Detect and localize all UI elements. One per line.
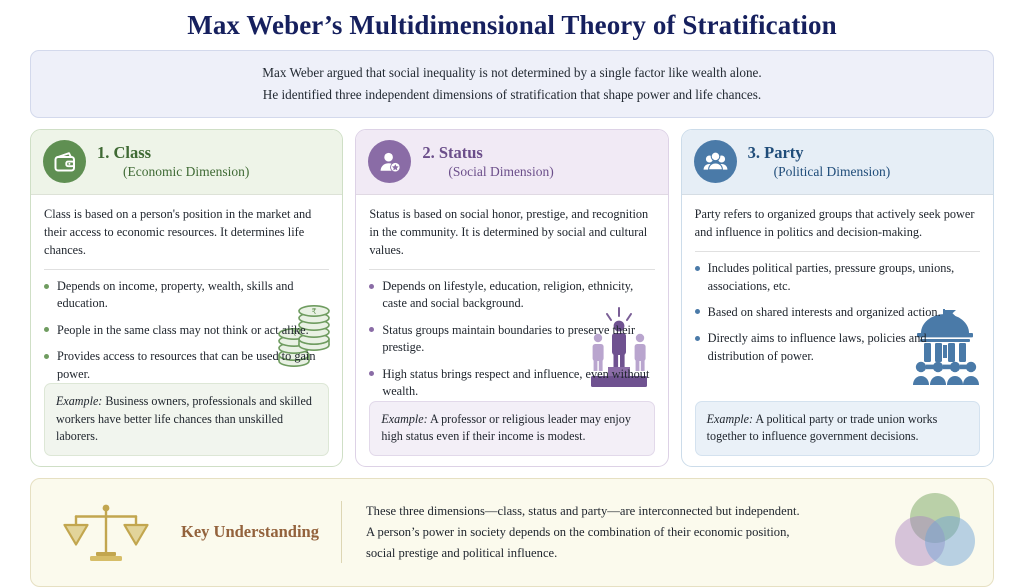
card-class-header: 1. Class (Economic Dimension) <box>31 130 343 196</box>
card-status-example: Example: A professor or religious leader… <box>369 400 655 456</box>
example-text: A political party or trade union works t… <box>706 411 938 444</box>
card-status-title: 2. Status <box>422 142 483 162</box>
card-party-body: Party refers to organized groups that ac… <box>682 195 993 466</box>
card-status-header: 2. Status (Social Dimension) <box>356 130 668 196</box>
key-understanding-text: These three dimensions—class, status and… <box>342 501 883 564</box>
dimension-cards: 1. Class (Economic Dimension) Class is b… <box>30 129 994 467</box>
card-class-body: Class is based on a person's position in… <box>31 195 342 466</box>
people-group-icon <box>693 140 737 184</box>
card-class-title: 1. Class <box>97 142 152 162</box>
key-line-1: These three dimensions—class, status and… <box>365 504 800 519</box>
intro-line-1: Max Weber argued that social inequality … <box>262 65 762 81</box>
card-class-heading: 1. Class (Economic Dimension) <box>97 143 249 181</box>
example-label: Example: <box>381 411 428 426</box>
list-item: Status groups maintain boundaries to pre… <box>369 322 654 357</box>
divider <box>369 269 655 270</box>
card-status-lead: Status is based on social honor, prestig… <box>369 207 649 258</box>
card-party-bullets: Includes political parties, pressure gro… <box>694 260 980 365</box>
key-understanding-left: Key Understanding <box>47 501 342 564</box>
card-status-heading: 2. Status (Social Dimension) <box>422 143 553 181</box>
card-party-subtitle: (Political Dimension) <box>773 163 891 179</box>
key-line-2: A person’s power in society depends on t… <box>365 524 790 539</box>
list-item: Includes political parties, pressure gro… <box>694 260 980 295</box>
card-status: 2. Status (Social Dimension) Status is b… <box>355 129 669 467</box>
page-title: Max Weber’s Multidimensional Theory of S… <box>187 10 837 40</box>
divider <box>694 251 980 253</box>
card-status-body: Status is based on social honor, prestig… <box>356 195 667 466</box>
wallet-icon <box>43 140 86 184</box>
card-status-subtitle: (Social Dimension) <box>448 163 554 179</box>
list-item: Depends on lifestyle, education, religio… <box>369 278 654 313</box>
card-class-lead: Class is based on a person's position in… <box>44 207 312 258</box>
card-class-subtitle: (Economic Dimension) <box>123 163 250 179</box>
card-party-lead: Party refers to organized groups that ac… <box>694 207 975 240</box>
list-item: Provides access to resources that can be… <box>44 348 329 383</box>
card-status-bullets: Depends on lifestyle, education, religio… <box>369 278 654 401</box>
card-party-title: 3. Party <box>747 142 804 162</box>
divider <box>44 269 330 270</box>
example-label: Example: <box>56 394 103 409</box>
list-item: Depends on income, property, wealth, ski… <box>44 278 329 313</box>
intro-line-2: He identified three independent dimensio… <box>262 86 762 102</box>
list-item: Based on shared interests and organized … <box>694 304 980 321</box>
card-party-example: Example: A political party or trade unio… <box>694 400 980 456</box>
list-item: Directly aims to influence laws, policie… <box>694 330 980 365</box>
example-text: A professor or religious leader may enjo… <box>381 411 631 444</box>
example-text: Business owners, professionals and skill… <box>56 394 312 444</box>
scales-of-justice-icon <box>47 501 165 563</box>
card-class-bullets: Depends on income, property, wealth, ski… <box>44 278 329 383</box>
example-label: Example: <box>706 411 753 426</box>
card-party: 3. Party (Political Dimension) Party ref… <box>680 129 994 467</box>
venn-diagram-three-circles <box>883 491 977 574</box>
card-class-example: Example: Business owners, professionals … <box>44 383 330 456</box>
list-item: High status brings respect and influence… <box>369 366 654 401</box>
card-class: 1. Class (Economic Dimension) Class is b… <box>30 129 344 467</box>
key-understanding-panel: Key Understanding These three dimensions… <box>30 477 994 587</box>
infographic-page: Max Weber’s Multidimensional Theory of S… <box>30 10 994 587</box>
intro-banner: Max Weber argued that social inequality … <box>30 50 994 119</box>
card-party-header: 3. Party (Political Dimension) <box>681 130 993 196</box>
card-party-heading: 3. Party (Political Dimension) <box>748 143 891 181</box>
list-item: People in the same class may not think o… <box>44 322 329 339</box>
person-star-icon <box>368 140 412 184</box>
key-line-3: social prestige and political influence. <box>365 545 558 560</box>
key-understanding-label: Key Understanding <box>181 522 319 542</box>
